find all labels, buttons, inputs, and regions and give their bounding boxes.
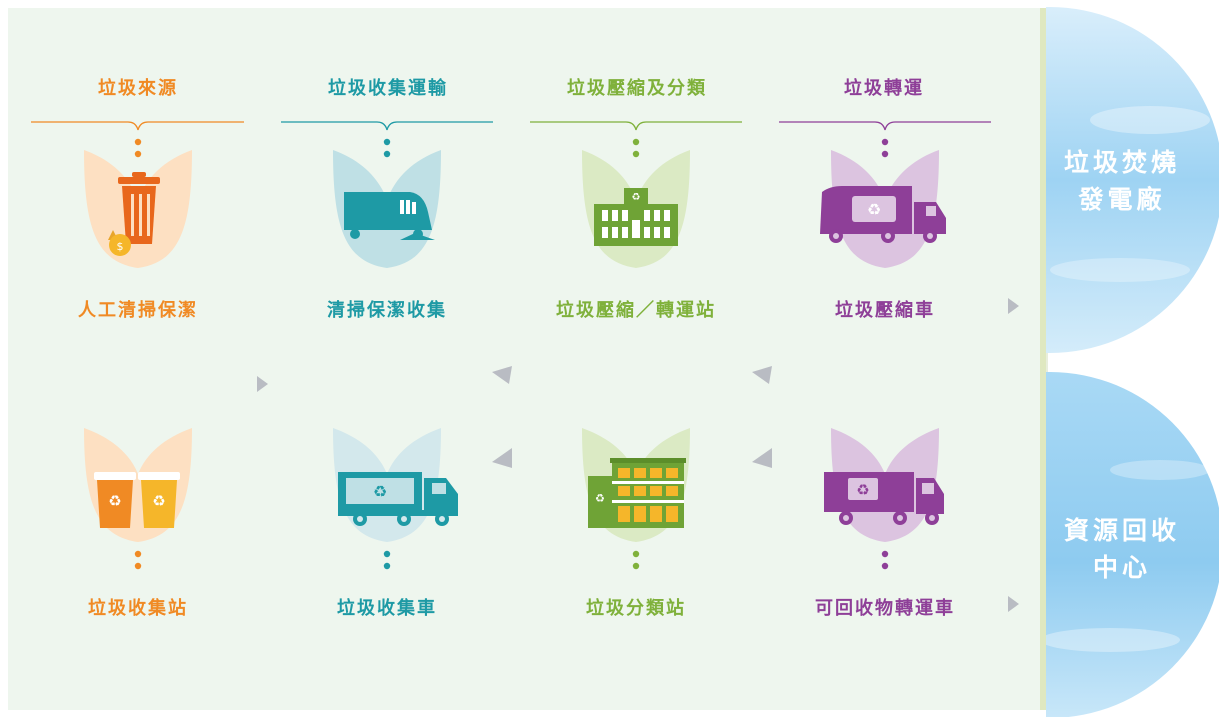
arrow-collection-diagonal <box>492 366 512 384</box>
node-label-compactor-truck: 垃圾壓縮車 <box>835 300 935 321</box>
arrow-compression-diagonal <box>752 366 772 384</box>
recycling-line2: 中心 <box>1092 553 1151 582</box>
node-label-collection-truck: 垃圾收集車 <box>337 598 437 619</box>
arrow-transfer-to-sort <box>752 448 772 468</box>
recycling-center-label: 資源回收 中心 <box>1052 512 1192 586</box>
stage-bracket-transfer <box>779 121 991 131</box>
arrow-to-recycling <box>1008 596 1019 612</box>
arrow-source-to-station <box>257 376 268 392</box>
incineration-line2: 發電廠 <box>1078 185 1166 214</box>
collection-truck-icon: ♻ <box>338 472 458 526</box>
svg-text:♻: ♻ <box>595 492 605 505</box>
recyclables-transfer-truck-icon: ♻ <box>824 472 944 525</box>
incineration-line1: 垃圾焚燒 <box>1063 148 1180 177</box>
svg-text:$: $ <box>117 240 124 253</box>
bottom-connector-dots <box>134 550 889 570</box>
node-label-cleaning-collection: 清掃保潔收集 <box>327 300 447 321</box>
recycling-bins-icon: ♻ ♻ <box>94 472 180 528</box>
stage-header-source: 垃圾來源 <box>98 78 178 99</box>
compactor-truck-icon: ♻ <box>820 186 946 243</box>
stage-header-compression: 垃圾壓縮及分類 <box>567 78 707 99</box>
divider-stripe-light <box>1046 8 1048 710</box>
trash-bin-icon: $ <box>108 172 160 256</box>
node-label-sorting-station: 垃圾分類站 <box>586 598 686 619</box>
node-label-transfer-station: 垃圾壓縮／轉運站 <box>556 300 716 321</box>
arrow-sort-to-truck <box>492 448 512 468</box>
stage-header-collection: 垃圾收集運輸 <box>328 78 448 99</box>
incineration-plant-label: 垃圾焚燒 發電廠 <box>1052 144 1192 218</box>
svg-text:♻: ♻ <box>152 492 165 510</box>
stage-bracket-compression <box>530 121 742 131</box>
top-connector-dots <box>134 138 889 158</box>
divider-stripe <box>1040 8 1046 710</box>
diagram-panel <box>8 8 1040 710</box>
svg-text:♻: ♻ <box>867 200 881 219</box>
recycling-center-circle <box>1046 372 1219 717</box>
node-label-manual-cleaning: 人工清掃保潔 <box>78 300 198 321</box>
recycling-line1: 資源回收 <box>1063 516 1180 545</box>
svg-text:♻: ♻ <box>632 192 641 203</box>
transfer-station-building-icon: ♻ <box>594 188 678 246</box>
svg-text:♻: ♻ <box>108 492 121 510</box>
stage-bracket-collection <box>281 121 493 131</box>
incineration-plant-circle <box>1046 7 1219 353</box>
arrow-to-incineration <box>1008 298 1019 314</box>
stage-bracket-source <box>31 121 244 131</box>
sorting-station-building-icon: ♻ <box>588 458 686 528</box>
stage-header-transfer: 垃圾轉運 <box>844 78 924 99</box>
svg-text:♻: ♻ <box>373 482 387 501</box>
sweeper-truck-icon <box>344 192 435 240</box>
node-label-recyclables-truck: 可回收物轉運車 <box>815 598 955 619</box>
svg-text:♻: ♻ <box>856 481 869 499</box>
node-label-collection-station: 垃圾收集站 <box>88 598 188 619</box>
